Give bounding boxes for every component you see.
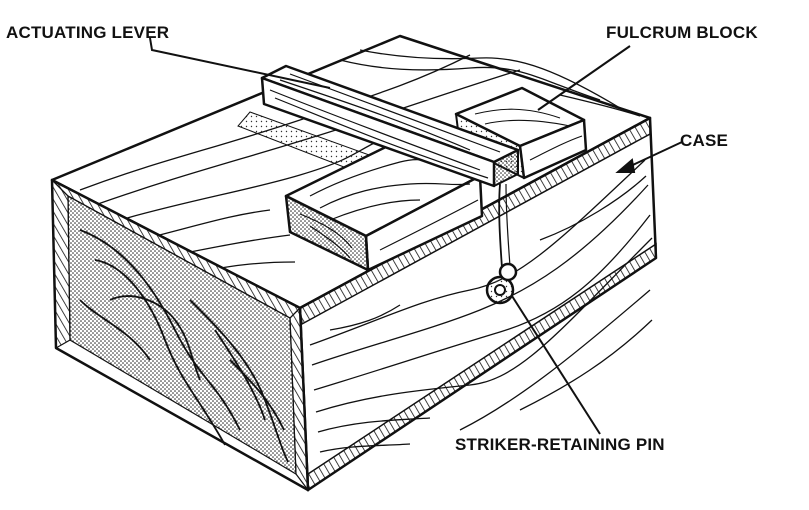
case-end-face [50,178,310,492]
leader-lines [149,37,683,435]
label-case: CASE [680,131,729,150]
case-front-face [298,116,658,492]
leader-fulcrum-block [537,45,631,111]
leader-actuating-lever [149,37,331,89]
label-fulcrum-block: FULCRUM BLOCK [606,23,758,42]
striker-retaining-pin [485,183,518,305]
actuating-lever [260,64,520,188]
label-striker-retaining-pin: STRIKER-RETAINING PIN [455,435,665,454]
label-actuating-lever: ACTUATING LEVER [6,23,170,42]
leader-case-arrowhead [615,158,636,173]
leader-striker-retaining-pin [511,295,601,435]
inner-block [284,138,484,272]
